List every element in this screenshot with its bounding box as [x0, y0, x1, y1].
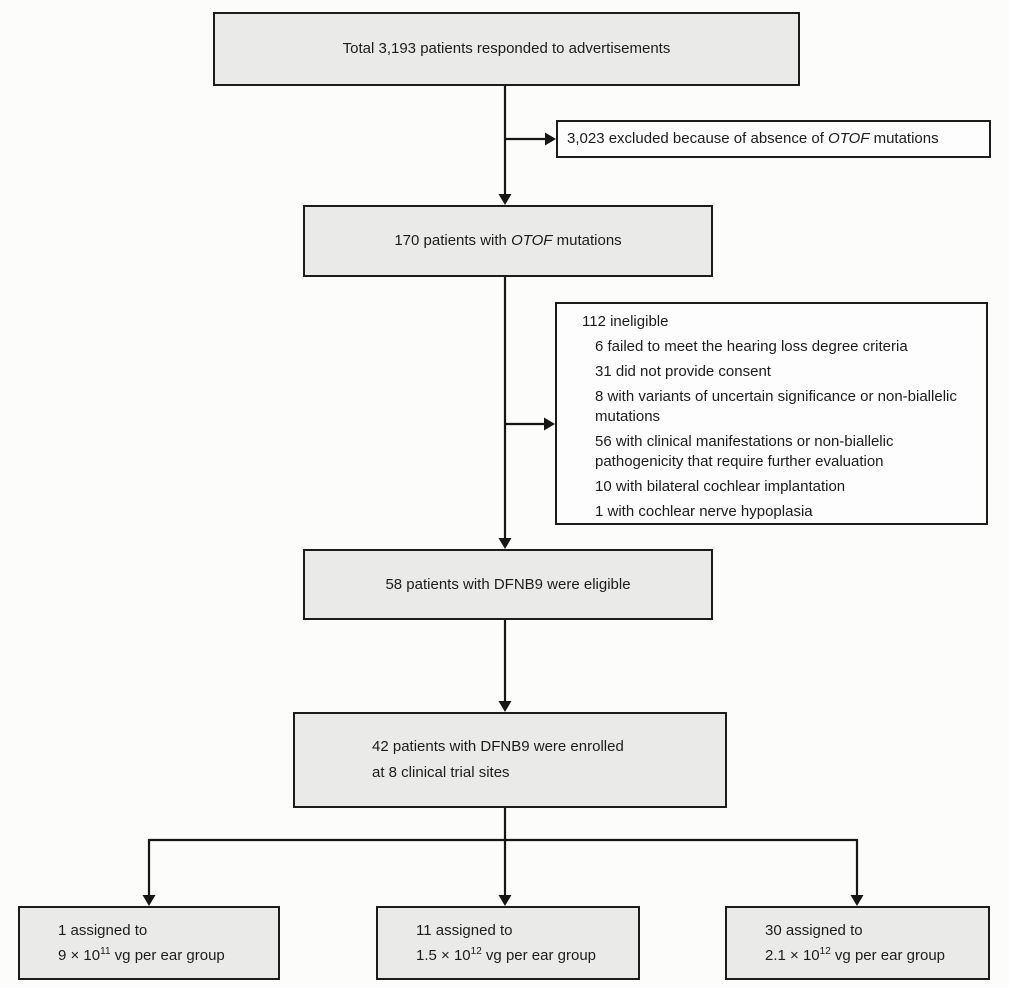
ineligible-item: 6 failed to meet the hearing loss degree…: [595, 338, 908, 355]
enrolled-line1: 42 patients with DFNB9 were enrolled: [372, 738, 624, 755]
box-otof-patients: 170 patients with OTOF mutations: [303, 205, 713, 277]
ineligible-header: 112 ineligible: [582, 313, 669, 330]
enrolled-line2: at 8 clinical trial sites: [372, 764, 510, 781]
gene-name-otof: OTOF: [828, 130, 870, 147]
box-ineligible: 112 ineligible 6 failed to meet the hear…: [555, 302, 988, 525]
ineligible-item: 8 with variants of uncertain significanc…: [595, 388, 957, 425]
dose1-dose: 9 × 1011 vg per ear group: [58, 943, 278, 968]
box-enrolled: 42 patients with DFNB9 were enrolled at …: [293, 712, 727, 808]
dose2-dose: 1.5 × 1012 vg per ear group: [416, 943, 638, 968]
ineligible-item: 31 did not provide consent: [595, 363, 771, 380]
ineligible-item: 56 with clinical manifestations or non-b…: [595, 433, 894, 470]
excluded-text-prefix: 3,023 excluded because of absence of: [567, 130, 829, 147]
otof-patients-text: 170 patients with OTOF mutations: [394, 228, 621, 254]
otof-patients-prefix: 170 patients with: [394, 232, 512, 249]
dose3-suffix: vg per ear group: [830, 947, 946, 964]
gene-name-otof: OTOF: [511, 232, 553, 249]
eligible-text: 58 patients with DFNB9 were eligible: [385, 575, 631, 593]
box-dose-group-low: 1 assigned to 9 × 1011 vg per ear group: [18, 906, 280, 980]
box-total-responded: Total 3,193 patients responded to advert…: [213, 12, 800, 86]
dose3-dose: 2.1 × 1012 vg per ear group: [765, 943, 988, 968]
excluded-text-suffix: mutations: [869, 130, 939, 147]
dose2-suffix: vg per ear group: [481, 947, 597, 964]
ineligible-item: 10 with bilateral cochlear implantation: [595, 478, 846, 495]
dose2-base: 1.5 × 10: [416, 947, 471, 964]
box-dose-group-mid: 11 assigned to 1.5 × 1012 vg per ear gro…: [376, 906, 640, 980]
dose3-exponent: 12: [819, 946, 831, 957]
dose1-exponent: 11: [100, 946, 111, 957]
dose2-exponent: 12: [470, 946, 482, 957]
dose3-count: 30 assigned to: [765, 922, 863, 939]
dose1-count: 1 assigned to: [58, 922, 148, 939]
excluded-text: 3,023 excluded because of absence of OTO…: [567, 126, 989, 152]
box-excluded-no-otof: 3,023 excluded because of absence of OTO…: [556, 120, 991, 158]
box-eligible: 58 patients with DFNB9 were eligible: [303, 549, 713, 620]
otof-patients-suffix: mutations: [552, 232, 622, 249]
total-responded-text: Total 3,193 patients responded to advert…: [342, 40, 671, 57]
dose1-base: 9 × 10: [58, 947, 101, 964]
box-dose-group-high: 30 assigned to 2.1 × 1012 vg per ear gro…: [725, 906, 990, 980]
dose1-suffix: vg per ear group: [110, 947, 225, 964]
dose3-base: 2.1 × 10: [765, 947, 820, 964]
ineligible-item: 1 with cochlear nerve hypoplasia: [595, 503, 813, 520]
dose2-count: 11 assigned to: [416, 922, 513, 939]
